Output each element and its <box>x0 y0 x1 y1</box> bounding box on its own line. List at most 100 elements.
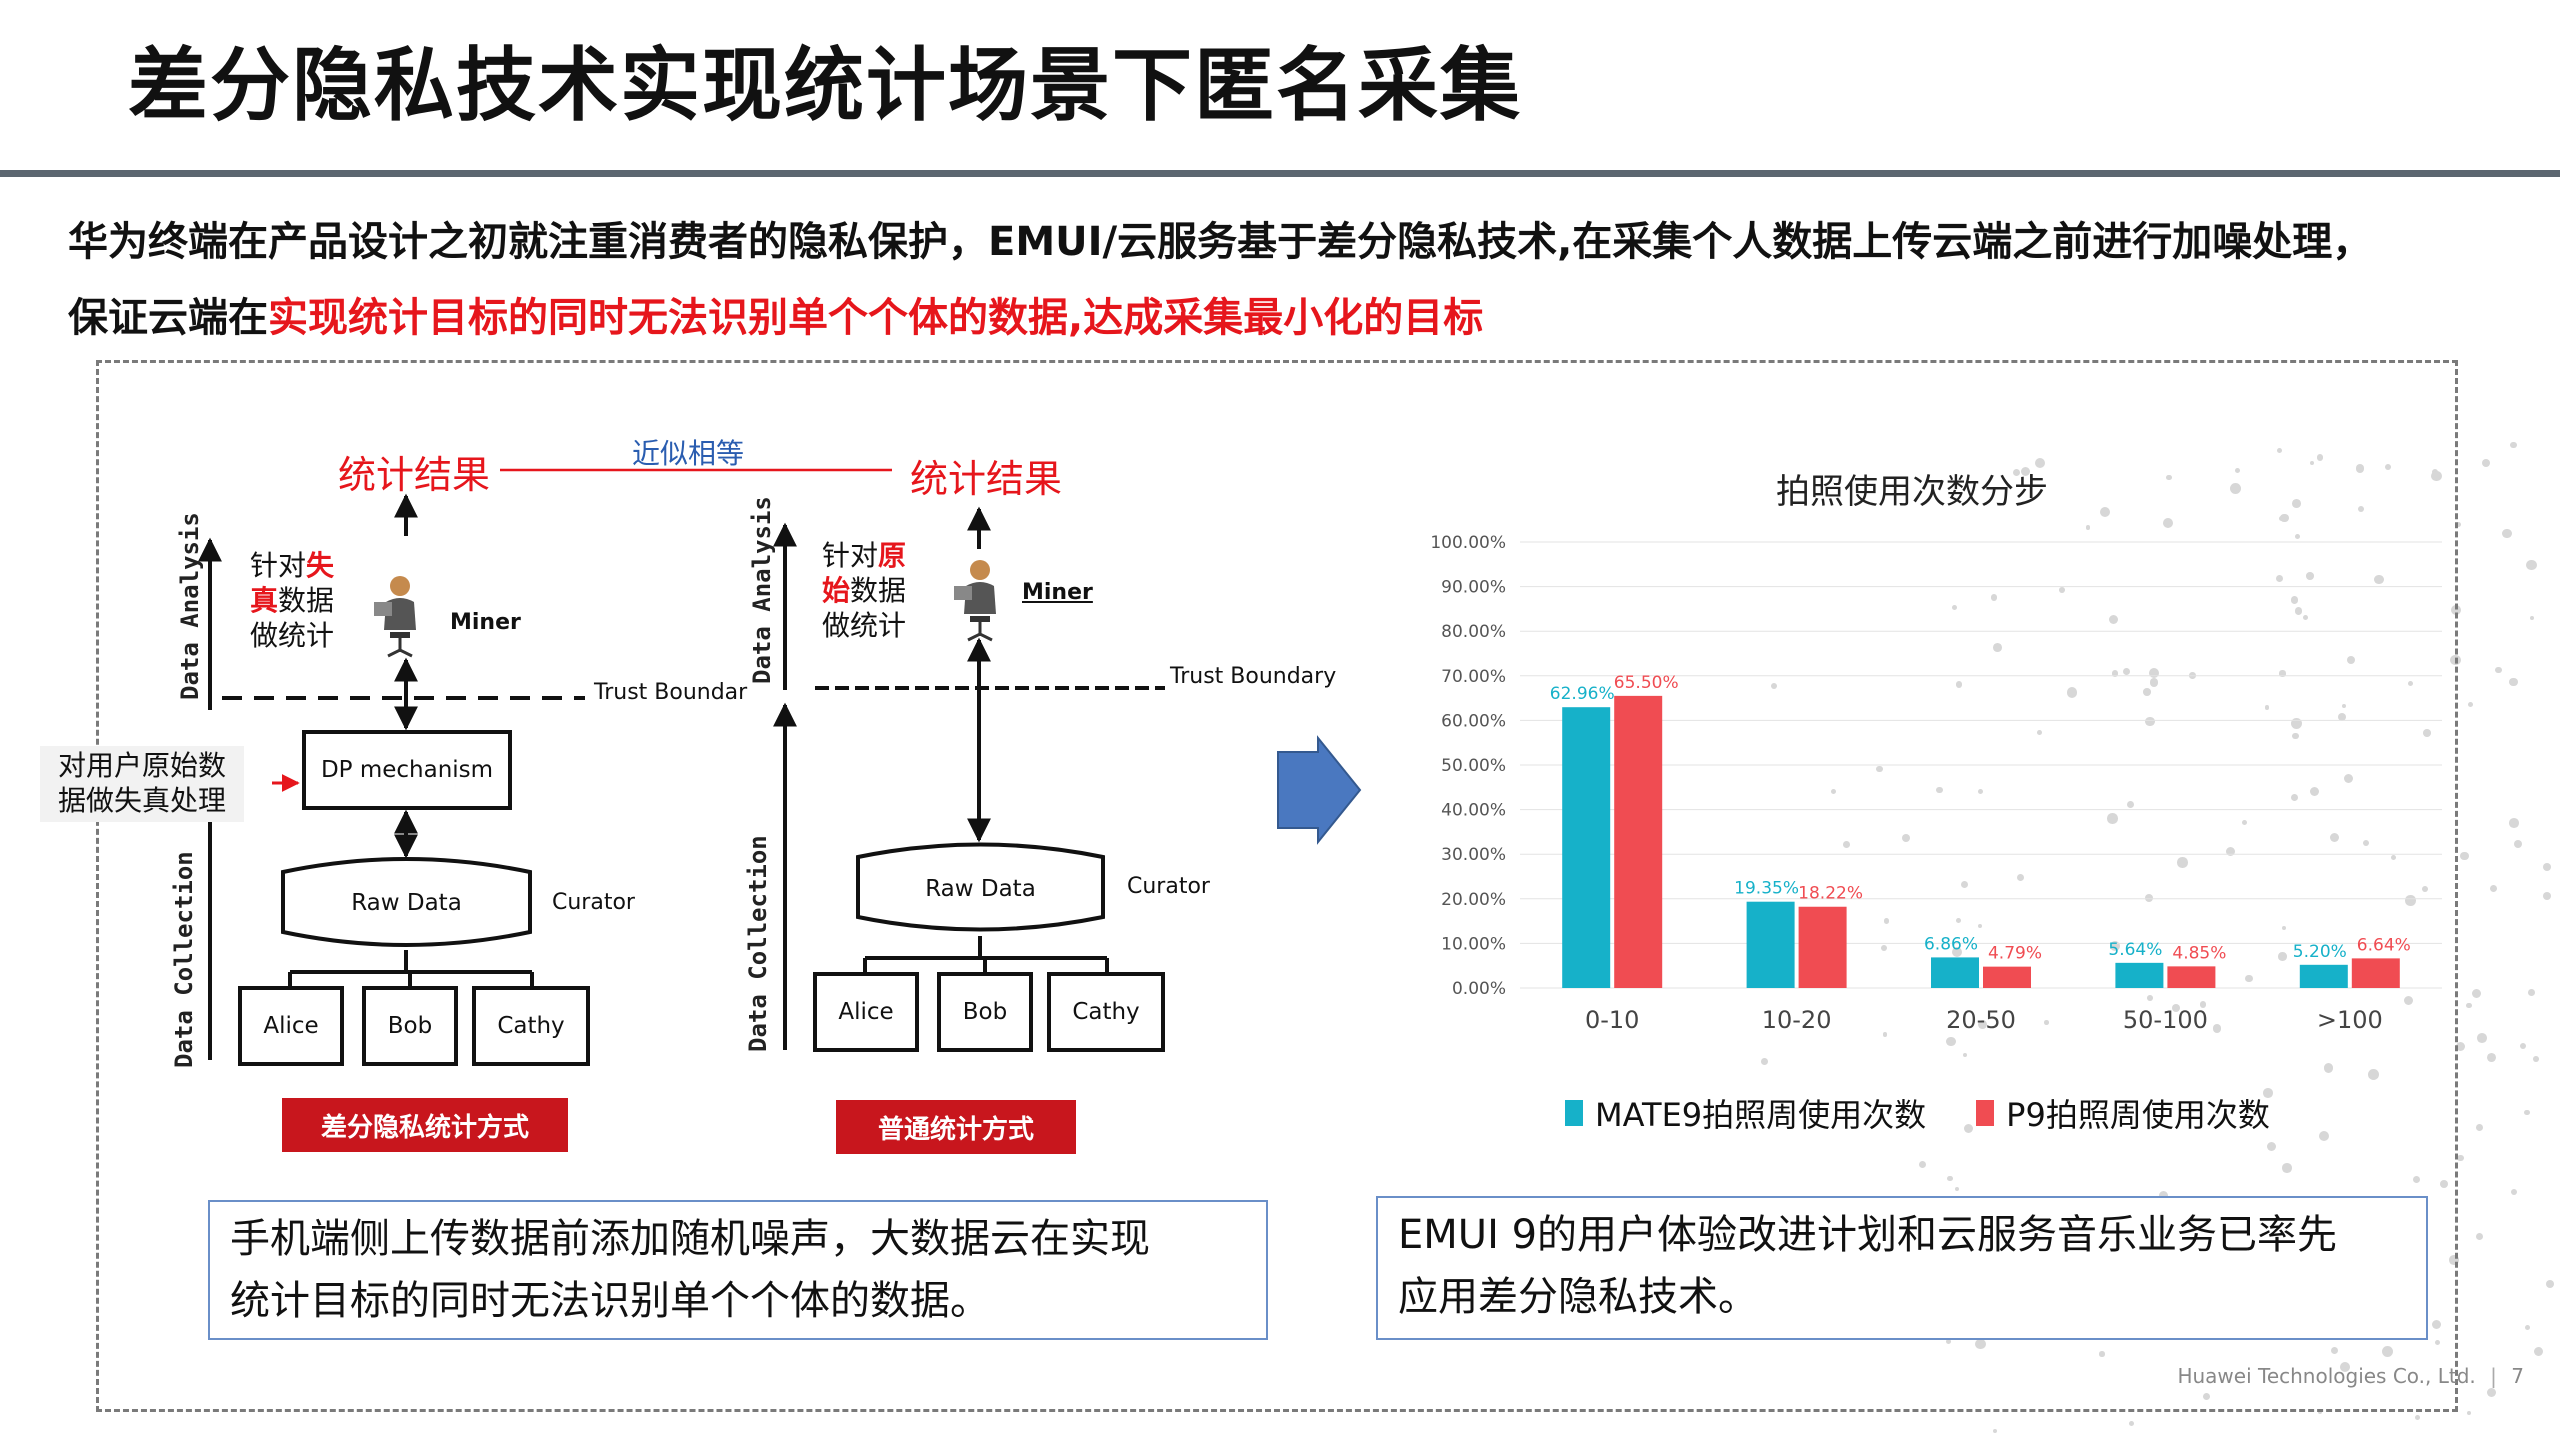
data-label: 18.22% <box>1798 884 1863 904</box>
decorative-dot <box>1842 840 1850 848</box>
right-note-line-1: EMUI 9的用户体验改进计划和云服务音乐业务已率先 <box>1398 1212 2338 1258</box>
decorative-dot <box>2459 851 2469 861</box>
decorative-dot <box>2405 895 2416 906</box>
bar-p9 <box>2167 966 2216 988</box>
y-tick-label: 80.00% <box>1441 622 1506 642</box>
decorative-dot <box>2066 687 2078 698</box>
decorative-dot <box>2279 670 2286 677</box>
decorative-dot <box>2533 1346 2543 1356</box>
decorative-dot <box>2390 854 2397 860</box>
decorative-dot <box>2486 1388 2496 1398</box>
decorative-dot <box>2276 447 2283 453</box>
bar-mate9 <box>1746 901 1795 988</box>
normal-method-label: 普通统计方式 <box>836 1100 1076 1154</box>
y-tick-label: 30.00% <box>1441 845 1506 865</box>
decorative-dot <box>2368 1068 2380 1080</box>
decorative-dot <box>2294 534 2300 540</box>
decorative-dot <box>1964 1123 1974 1133</box>
bar-mate9 <box>1562 707 1611 988</box>
decorative-dot <box>2431 470 2442 482</box>
decorative-dot <box>2439 1179 2448 1188</box>
bar-p9 <box>1798 906 1847 988</box>
decorative-dot <box>2234 467 2240 473</box>
left-note-line-2: 统计目标的同时无法识别单个个体的数据。 <box>230 1278 990 1324</box>
decorative-dot <box>2290 793 2299 801</box>
dp-method-label: 差分隐私统计方式 <box>282 1098 568 1152</box>
right-axis-analysis-label: Data Analysis <box>748 496 776 684</box>
decorative-dot <box>1883 918 1890 924</box>
decorative-dot <box>2163 517 2174 528</box>
decorative-dot <box>2385 464 2392 471</box>
bar-chart: 0.00%10.00%20.00%30.00%40.00%50.00%60.00… <box>1430 533 2442 1034</box>
decorative-dot <box>2545 1279 2554 1288</box>
decorative-dot <box>2431 1320 2442 1330</box>
decorative-dot <box>2508 818 2519 829</box>
decorative-dot <box>2362 839 2370 847</box>
decorative-dot <box>2035 458 2046 469</box>
legend-label-p9: P9拍照周使用次数 <box>2006 1096 2270 1134</box>
bar-mate9 <box>1931 957 1979 988</box>
left-note-box: 手机端侧上传数据前添加随机噪声，大数据云在实现 统计目标的同时无法识别单个个体的… <box>208 1200 1268 1340</box>
decorative-dot <box>2058 587 2065 593</box>
decorative-dot <box>2403 995 2414 1006</box>
left-stat-note: 针对失 真数据 做统计 <box>250 549 335 652</box>
decorative-dot <box>1951 947 1963 958</box>
decorative-dot <box>2127 800 2135 808</box>
legend-swatch-p9 <box>1976 1100 1995 1126</box>
right-note-box: EMUI 9的用户体验改进计划和云服务音乐业务已率先 应用差分隐私技术。 <box>1376 1196 2428 1340</box>
decorative-dot <box>2510 1188 2517 1195</box>
decorative-dot <box>2225 846 2236 857</box>
decorative-dot <box>2532 1056 2539 1063</box>
decorative-dot <box>2529 615 2535 621</box>
distortion-note: 对用户原始数 据做失真处理 <box>40 746 245 822</box>
legend: MATE9拍照周使用次数 P9拍照周使用次数 <box>1565 1090 2270 1136</box>
decorative-dot <box>2166 474 2172 481</box>
decorative-dot <box>1936 786 1943 793</box>
left-raw-data-label: Raw Data <box>351 890 462 916</box>
decorative-dot <box>2202 1392 2211 1401</box>
right-result-label: 统计结果 <box>910 457 1063 501</box>
left-user-alice: Alice <box>238 986 344 1066</box>
bar-mate9 <box>2299 964 2348 988</box>
decorative-dot <box>2524 1324 2531 1330</box>
y-tick-label: 0.00% <box>1452 979 1506 999</box>
right-user-cathy: Cathy <box>1047 972 1165 1052</box>
decorative-dot <box>2407 680 2413 686</box>
x-tick-label: 20-50 <box>1946 1006 2016 1034</box>
decorative-dot <box>2342 704 2347 709</box>
decorative-dot <box>1978 1019 1988 1029</box>
decorative-dot <box>2099 506 2111 517</box>
decorative-dot <box>2242 820 2248 826</box>
decorative-dot <box>2457 1154 2464 1162</box>
dp-mechanism-box: DP mechanism <box>302 730 512 810</box>
data-label: 5.20% <box>2293 942 2347 962</box>
decorative-dot <box>2412 1175 2421 1184</box>
data-label: 65.50% <box>1614 673 1679 693</box>
decorative-dot <box>2381 1345 2393 1357</box>
bar-p9 <box>1983 966 2031 988</box>
decorative-dot <box>2037 730 2043 735</box>
decorative-dot <box>2330 1346 2339 1355</box>
decorative-dot <box>2423 729 2432 738</box>
decorative-dot <box>2290 596 2299 604</box>
decorative-dot <box>2144 893 2154 903</box>
data-label: 62.96% <box>1550 684 1615 704</box>
decorative-dot <box>2339 1362 2350 1373</box>
left-miner-person-icon <box>374 576 416 658</box>
decorative-dot <box>2501 528 2512 539</box>
right-raw-data-cylinder <box>856 842 1105 932</box>
right-axis-collection-label: Data Collection <box>744 835 772 1052</box>
transition-arrow-icon <box>1277 735 1362 845</box>
decorative-dot <box>2290 718 2302 729</box>
right-miner-person-icon <box>954 560 996 642</box>
right-trust-boundary-label: Trust Boundary <box>1170 664 1337 689</box>
decorative-dot <box>2199 1001 2207 1009</box>
data-label: 5.64% <box>2108 940 2162 960</box>
decorative-dot <box>1977 923 1983 929</box>
decorative-dot <box>2467 1411 2472 1416</box>
decorative-dot <box>2356 464 2365 473</box>
intro-line-2-prefix: 保证云端在 <box>68 295 268 341</box>
data-label: 4.79% <box>1988 944 2042 964</box>
right-miner-label: Miner <box>1022 580 1093 605</box>
x-tick-label: 10-20 <box>1762 1006 1832 1034</box>
